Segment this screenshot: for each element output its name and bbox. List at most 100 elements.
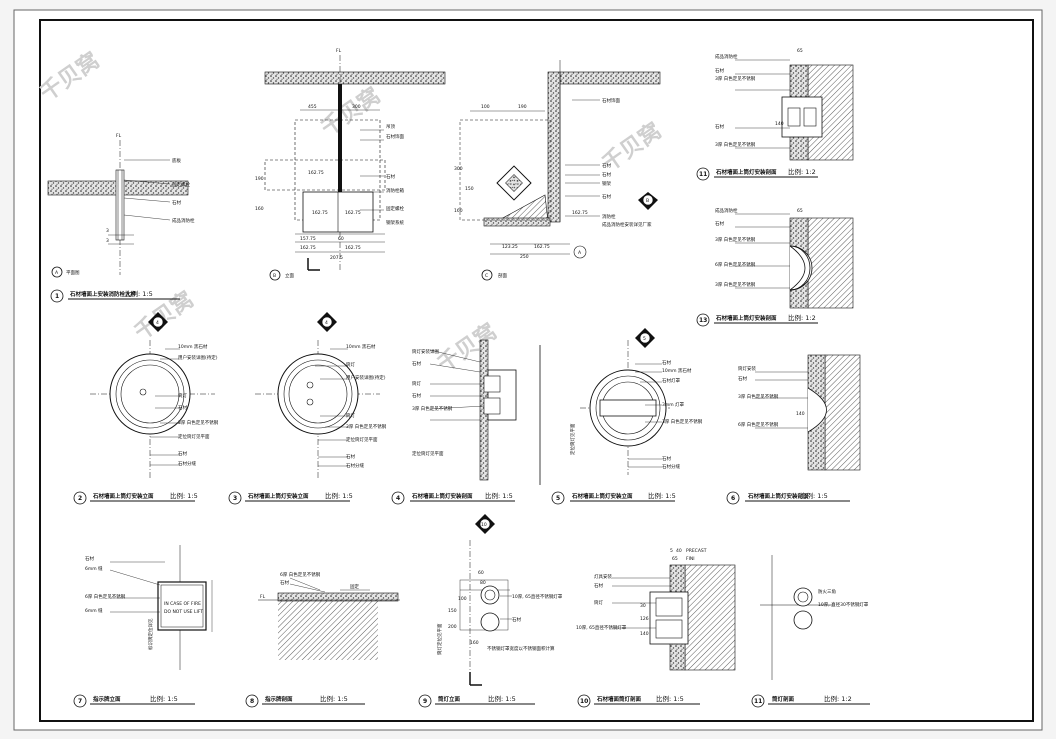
svg-text:筒灯立面: 筒灯立面 (438, 695, 461, 703)
svg-text:3厚 白色定见不锈钢: 3厚 白色定见不锈钢 (738, 393, 779, 400)
detail-3: 4 10mm 黑石材 筒灯 用户安装详图(待定) 筒灯 3厚 白色定见不锈钢 定… (228, 312, 387, 505)
svg-text:石材: 石材 (715, 67, 724, 74)
svg-text:10mm 黑石材: 10mm 黑石材 (346, 343, 376, 350)
svg-text:6厚 白色定见不锈钢: 6厚 白色定见不锈钢 (85, 593, 126, 600)
svg-text:3mm 灯罩: 3mm 灯罩 (662, 401, 685, 408)
view-a-letter: A (55, 270, 59, 276)
b-dim-top1: 455 (308, 104, 317, 110)
d9-dim-h1: 100 (458, 596, 467, 602)
b-dim-w5: 162.75 (345, 245, 361, 251)
b-dim-w1: 162.75 (308, 170, 324, 176)
d10-dim-a: 5 (670, 548, 673, 554)
b-dim-w6: 162.75 (312, 210, 328, 216)
callout-5: 5 (635, 328, 655, 348)
d9-dim-h2: 150 (448, 608, 457, 614)
svg-text:定位筒灯见平面: 定位筒灯见平面 (346, 436, 378, 443)
svg-text:用户安装详图(待定): 用户安装详图(待定) (346, 374, 386, 381)
d9-dim-d: 80 (480, 580, 486, 586)
svg-text:石材墙面上筒灯安装剖面: 石材墙面上筒灯安装剖面 (747, 492, 809, 500)
fl-label: FL (116, 133, 122, 139)
detail-9: 10 60 80 150 200 100 160 10厚, 65直径不锈钢灯罩 … (418, 514, 563, 708)
c-label-8: 消防栓 (602, 213, 616, 220)
svg-text:比例: 1:5: 比例: 1:5 (320, 694, 348, 703)
c-dim-b1: 123.25 (502, 244, 518, 250)
svg-text:10mm 黑石材: 10mm 黑石材 (662, 367, 692, 374)
svg-text:石材: 石材 (715, 123, 724, 130)
svg-text:2: 2 (78, 495, 82, 502)
svg-text:6厚 白色定见不锈钢: 6厚 白色定见不锈钢 (738, 421, 779, 428)
detail-2: 4 10mm 黑石材 用户安装详图(待定) 筒灯 石材 3厚 白色定见不锈钢 定… (73, 312, 219, 505)
svg-text:3厚 白色定见不锈钢: 3厚 白色定见不锈钢 (715, 236, 756, 243)
svg-text:11: 11 (699, 171, 707, 178)
svg-text:灯具安装: 灯具安装 (594, 573, 612, 580)
c-dim-b2: 162.75 (534, 244, 550, 250)
svg-text:石材墙面筒灯剖面: 石材墙面筒灯剖面 (596, 695, 642, 703)
svg-text:DO NOT USE LIFT: DO NOT USE LIFT (164, 609, 203, 615)
svg-text:石材灯罩: 石材灯罩 (662, 377, 680, 384)
svg-text:比例: 1:5: 比例: 1:5 (656, 694, 684, 703)
svg-text:定位筒灯见平面: 定位筒灯见平面 (569, 423, 576, 455)
c-dim-b3: 250 (520, 254, 529, 260)
d10-dim-h2: 140 (640, 631, 649, 637)
svg-text:6厚 白色定见不锈钢: 6厚 白色定见不锈钢 (280, 571, 321, 578)
svg-text:比例: 1:2: 比例: 1:2 (788, 313, 816, 322)
svg-text:石材: 石材 (178, 450, 187, 457)
callout-4-a: 4 (148, 312, 168, 332)
detail-1-title: 1 石材墙面上安装消防栓大样 比例: 1:5 (50, 289, 180, 303)
d9-dim-b: 160 (470, 640, 479, 646)
svg-text:石材: 石材 (738, 375, 747, 382)
svg-text:5: 5 (643, 336, 646, 342)
d12-dim-h: 140 (775, 121, 784, 127)
c-dim-h2: 150 (465, 186, 474, 192)
svg-text:3厚 白色定见不锈钢: 3厚 白色定见不锈钢 (412, 405, 453, 412)
a-label-2: 固定螺栓 (172, 181, 190, 188)
svg-text:不锈钢灯罩宽度以不锈钢面积计算: 不锈钢灯罩宽度以不锈钢面积计算 (487, 645, 555, 652)
b-dim-h3: 162.75 (345, 210, 361, 216)
svg-text:9: 9 (423, 698, 427, 705)
svg-text:筒灯: 筒灯 (178, 392, 187, 399)
view-a-name: 平面图 (66, 270, 80, 276)
d10-dim-c: 65 (672, 556, 678, 562)
svg-text:6: 6 (731, 495, 735, 502)
svg-text:筒灯定位见平面: 筒灯定位见平面 (436, 623, 443, 655)
svg-text:筒灯安装: 筒灯安装 (738, 365, 756, 372)
svg-text:定位筒灯见平面: 定位筒灯见平面 (178, 433, 210, 440)
svg-text:石材分缝: 石材分缝 (346, 462, 364, 469)
svg-text:比例: 1:5: 比例: 1:5 (170, 491, 198, 500)
view-b-letter: B (273, 273, 276, 279)
view-a-plan: FL 底板 固定螺栓 石材 成品消防栓 3 3 A 平面图 (47, 133, 195, 278)
svg-text:10厚, 直径30不锈钢灯罩: 10厚, 直径30不锈钢灯罩 (818, 601, 869, 608)
svg-text:10厚, 65直径不锈钢灯罩: 10厚, 65直径不锈钢灯罩 (512, 593, 563, 600)
svg-text:成品消防栓: 成品消防栓 (715, 207, 738, 214)
a-dim-1: 3 (106, 228, 109, 234)
b-dim-w4: 162.75 (300, 245, 316, 251)
d6-dim-h: 140 (796, 411, 805, 417)
a-label-1: 底板 (172, 157, 181, 164)
svg-text:A: A (578, 250, 582, 256)
c-label-1: 石材饰面 (602, 97, 620, 104)
svg-text:比例: 1:5: 比例: 1:5 (125, 289, 153, 298)
svg-text:石材: 石材 (346, 453, 355, 460)
svg-text:石材墙面上筒灯安装剖面: 石材墙面上筒灯安装剖面 (715, 314, 777, 322)
svg-text:比例: 1:5: 比例: 1:5 (325, 491, 353, 500)
svg-text:石材: 石材 (178, 404, 187, 411)
svg-text:比例: 1:5: 比例: 1:5 (488, 694, 516, 703)
c-dim-h3: 160 (454, 208, 463, 214)
svg-text:3厚 白色定见不锈钢: 3厚 白色定见不锈钢 (715, 75, 756, 82)
d10-dim-h3: 30 (640, 603, 646, 609)
svg-text:石材分缝: 石材分缝 (178, 460, 196, 467)
detail-6: 140 筒灯安装 石材 3厚 白色定见不锈钢 6厚 白色定见不锈钢 6 石材墙面… (726, 354, 861, 505)
b-dim-w3: 60 (338, 236, 344, 242)
svg-text:石材墙面上筒灯安装剖面: 石材墙面上筒灯安装剖面 (715, 168, 777, 176)
c-label-5: 石材 (602, 193, 611, 200)
svg-text:标识牌定位详见: 标识牌定位详见 (147, 618, 154, 650)
detail-10: 5 40 65 PRECAST FINI 126 140 30 灯具安装 石材 … (576, 548, 736, 708)
svg-text:石材: 石材 (412, 392, 421, 399)
svg-text:10: 10 (481, 522, 487, 528)
detail-13: 65 成品消防栓 石材 3厚 白色定见不锈钢 6厚 白色定见不锈钢 3厚 白色定… (696, 207, 854, 327)
b-label-1: 吊顶 (386, 124, 395, 130)
c-dim-top1: 100 (481, 104, 490, 110)
svg-text:指示牌剖面: 指示牌剖面 (265, 695, 293, 703)
d10-dim-h1: 126 (640, 616, 649, 622)
svg-text:石材墙面上筒灯安装立面: 石材墙面上筒灯安装立面 (571, 492, 633, 500)
